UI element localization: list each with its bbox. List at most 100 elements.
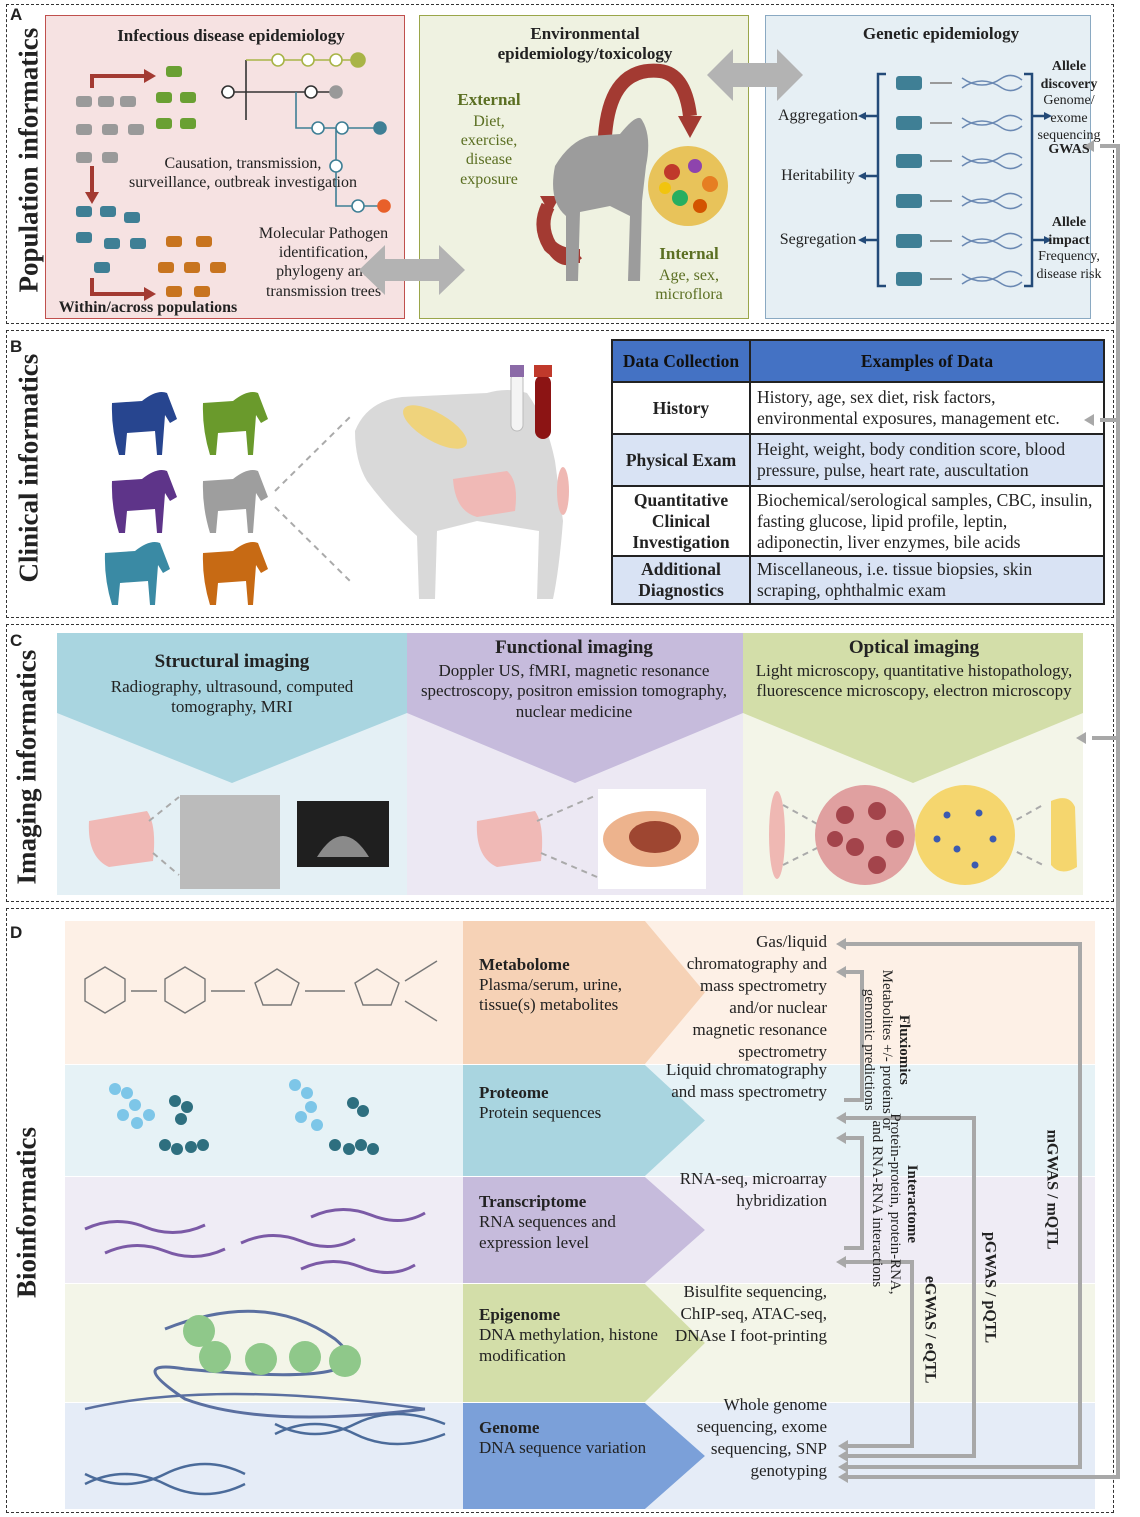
fluxiomics-title: Fluxiomics — [895, 1014, 912, 1085]
omics-method: Bisulfite sequencing, ChIP-seq, ATAC-seq… — [674, 1282, 827, 1346]
structural-text: Radiography, ultrasound, computed tomogr… — [110, 677, 354, 717]
internal-title: Internal — [659, 244, 719, 263]
omics-description: Protein sequences — [479, 1102, 602, 1122]
omics-description: RNA sequences and expression level — [479, 1212, 616, 1252]
omics-name: Genome — [479, 1418, 540, 1437]
panel-b: B Clinical informatics Data Collection E… — [6, 330, 1114, 618]
infectious-title: Infectious disease epidemiology — [117, 26, 345, 45]
mgwas-label: mGWAS / mQTL — [1043, 1129, 1061, 1250]
table-row-text: Biochemical/serological samples, CBC, in… — [749, 485, 1105, 557]
allele-impact-text: Frequency, disease risk — [1036, 249, 1102, 282]
panel-c: C Imaging informatics Structural imaging… — [6, 624, 1114, 902]
egwas-label: eGWAS / eQTL — [921, 1275, 939, 1384]
rna-strand-icon — [84, 1208, 426, 1274]
muscle-icon — [557, 467, 569, 515]
infectious-diagram — [76, 52, 391, 301]
fat-deposit-icon — [403, 405, 467, 449]
liver-icon — [453, 471, 516, 517]
panel-c-letter: C — [10, 631, 23, 650]
protein-chain-icon — [109, 1079, 379, 1155]
data-collection-table: Data Collection Examples of Data History… — [611, 339, 1105, 605]
infectious-populations: Within/across populations — [58, 299, 238, 316]
gwas-label: GWAS — [1048, 142, 1090, 157]
omics-name: Metabolome — [479, 954, 570, 974]
double-arrow-icon — [707, 49, 803, 101]
colored-horse-icons — [104, 392, 268, 605]
panel-b-letter: B — [10, 337, 23, 356]
omics-name: Proteome — [479, 1082, 549, 1102]
allele-discovery-title: Allele discovery — [1040, 59, 1098, 92]
allele-discovery-text: Genome/ exome sequencing — [1037, 93, 1101, 143]
internal-text: Age, sex, microflora — [655, 267, 723, 304]
liver-icon — [476, 811, 543, 867]
dna-helix-icon — [84, 1412, 446, 1496]
teal-horse-column-icon — [896, 76, 922, 286]
panel-d-letter: D — [10, 923, 23, 942]
optical-text: Light microscopy, quantitative histopath… — [755, 661, 1073, 701]
genetic-title: Genetic epidemiology — [862, 24, 1020, 43]
phylogeny-tree-icon — [221, 59, 381, 207]
glucose-molecule-icon — [84, 960, 438, 1022]
interactome-label: Interactome Protein-protein, protein-RNA… — [868, 1104, 920, 1304]
infectious-causation: Causation, transmission, surveillance, o… — [129, 155, 357, 192]
microflora-cluster-icon — [648, 146, 728, 226]
omics-name: Epigenome — [479, 1305, 561, 1324]
blood-tube-icons — [510, 365, 552, 439]
omics-illustrations — [84, 960, 446, 1496]
omics-method: Gas/liquid chromatography and mass spect… — [686, 931, 827, 1061]
muscle-fiber-icon — [769, 791, 785, 879]
environmental-title: Environmental epidemiology/toxicology — [497, 24, 673, 64]
omics-description: Plasma/serum, urine, tissue(s) metabolit… — [479, 974, 623, 1015]
infectious-molecular: Molecular Pathogen identification, phylo… — [258, 225, 389, 300]
table-row-text: Miscellaneous, i.e. tissue biopsies, ski… — [749, 555, 1105, 605]
genetic-box: Genetic epidemiology Aggregation Heritab… — [765, 15, 1101, 319]
omics-band — [463, 1177, 865, 1283]
omics-method: RNA-seq, microarray hybridization — [679, 1169, 827, 1211]
environmental-box: Environmental epidemiology/toxicology Ex… — [419, 15, 749, 319]
orange-horse-herd-icon — [158, 236, 226, 297]
panel-a-connector-arrows — [359, 49, 803, 295]
gwas-feedback-arrow — [846, 144, 1120, 1479]
infectious-box: Infectious disease epidemiology — [45, 15, 405, 319]
pgwas-label: pGWAS / pQTL — [981, 1232, 999, 1344]
table-row-label: History — [611, 381, 751, 435]
genetic-heritability: Heritability — [781, 167, 855, 184]
interactome-text: Protein-protein, protein-RNA, and RNA-RN… — [869, 1113, 903, 1295]
liver-icon — [88, 811, 155, 867]
cycle-arrow-top — [598, 63, 697, 137]
table-row-text: History, age, sex diet, risk factors, en… — [749, 381, 1105, 435]
table-header-examples: Examples of Data — [749, 339, 1105, 383]
omics-method: Liquid chromatography and mass spectrome… — [666, 1059, 827, 1101]
gray-horse-herd-icon — [76, 96, 144, 163]
teal-horse-herd-icon — [76, 206, 146, 273]
genetic-aggregation: Aggregation — [778, 107, 858, 124]
omics-band — [463, 1284, 865, 1402]
fat-tissue-icon — [1051, 798, 1077, 872]
table-row-label: Physical Exam — [611, 433, 751, 487]
structural-title: Structural imaging — [154, 651, 310, 672]
ultrasound-grayscale-image — [180, 795, 280, 889]
omics-name: Transcriptome — [479, 1192, 587, 1211]
omics-description: DNA methylation, histone modification — [479, 1325, 658, 1365]
omics-band — [463, 921, 865, 1064]
chromatin-icon — [84, 1309, 426, 1419]
table-row-text: Height, weight, body condition score, bl… — [749, 433, 1105, 487]
horse-silhouette-icon — [553, 117, 649, 281]
omics-method: Whole genome sequencing, exome sequencin… — [696, 1395, 827, 1481]
external-text: Diet, exercise, disease exposure — [460, 113, 518, 188]
dna-icon — [961, 74, 1023, 288]
clinical-horses-diagram — [104, 365, 569, 605]
table-row-label: Quantitative Clinical Investigation — [611, 485, 751, 557]
double-arrow-icon — [359, 245, 465, 295]
interactome-title: Interactome — [903, 1164, 920, 1244]
imaging-columns — [57, 633, 1083, 895]
transmission-arrows — [90, 74, 144, 296]
table-header-collection: Data Collection — [611, 339, 751, 383]
adipocyte-cluster-icon — [915, 785, 1015, 885]
environment-horse-diagram — [536, 63, 728, 281]
